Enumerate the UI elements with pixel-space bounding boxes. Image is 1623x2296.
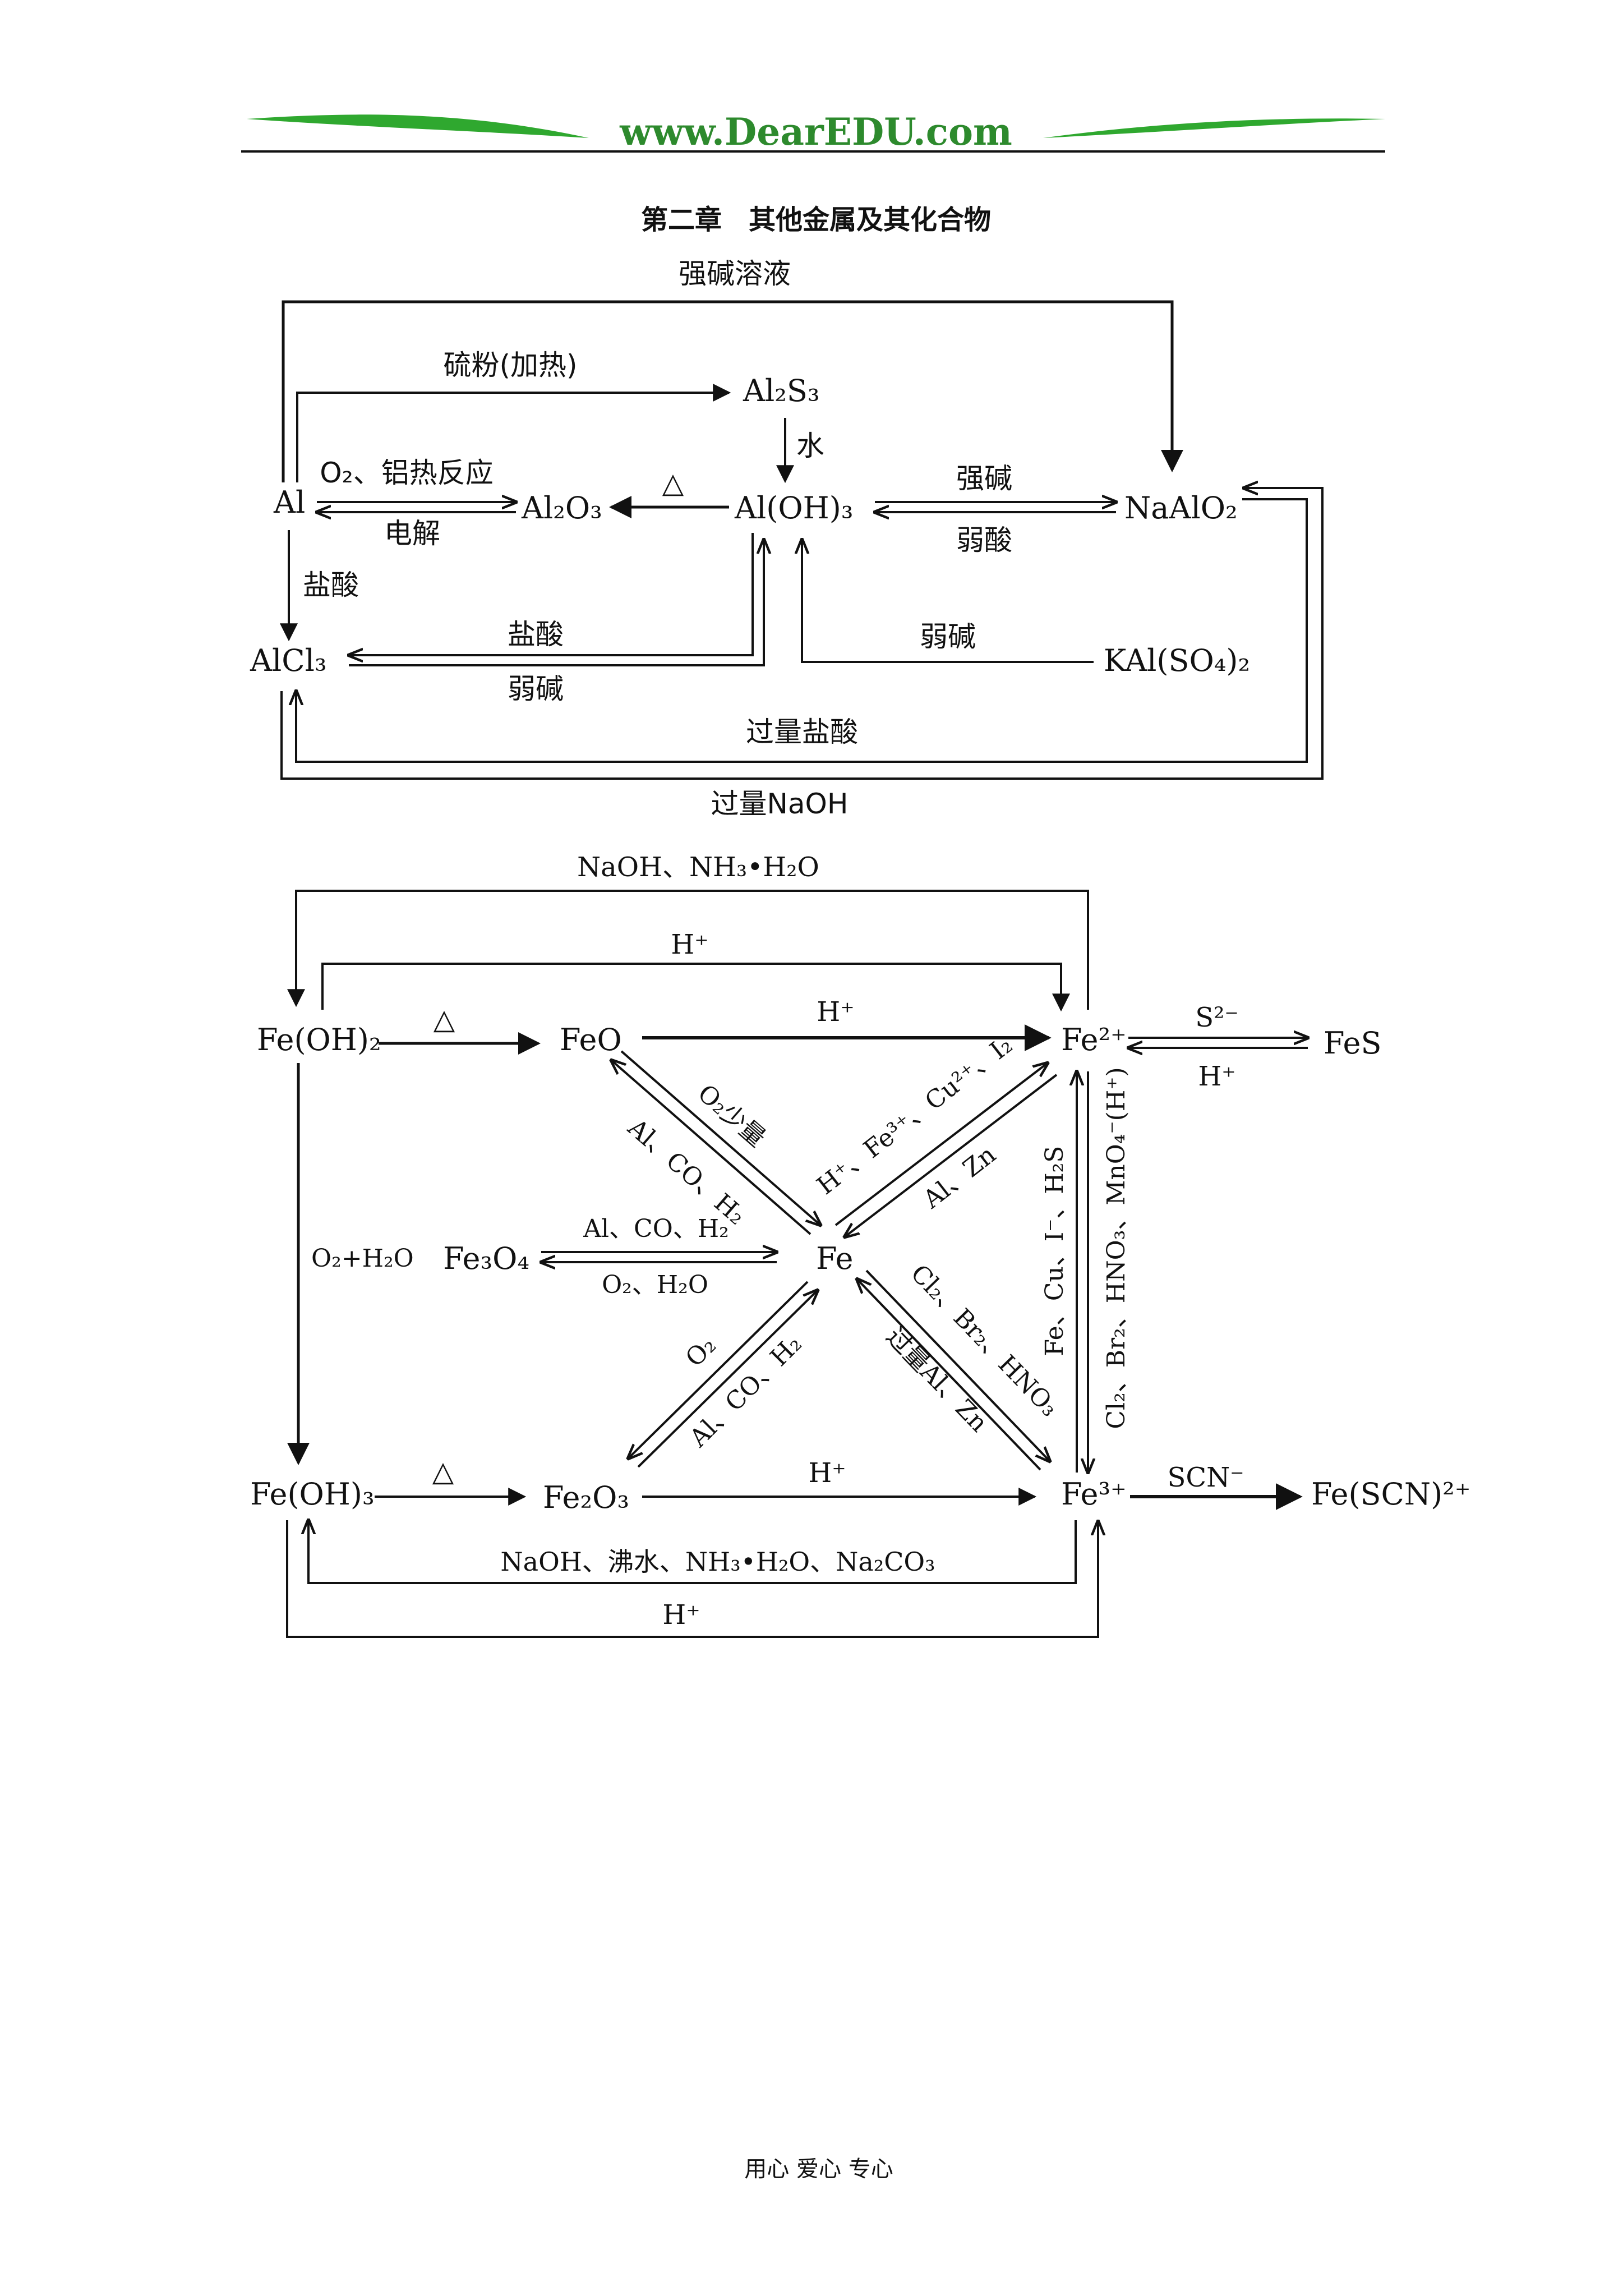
- label-weak-base-mid: 弱碱: [508, 673, 564, 705]
- node-al2o3: Al₂O₃: [521, 490, 602, 526]
- label-fe2o3-h: H⁺: [808, 1457, 846, 1489]
- label-cl2-br2-hno3-mno4: Cl₂、Br₂、HNO₃、MnO₄⁻(H⁺): [1102, 1067, 1131, 1429]
- arrow-fe-to-fe2o3: [628, 1281, 809, 1458]
- label-al-zn-a: Al、Zn: [917, 1140, 1001, 1214]
- node-aloh3: Al(OH)₃: [734, 490, 853, 526]
- node-kalso4: KAl(SO₄)₂: [1104, 643, 1250, 678]
- arrow-fe-to-feo: [611, 1060, 811, 1235]
- arrow-fe-to-fe2: [834, 1063, 1048, 1226]
- label-electrolysis: 电解: [384, 517, 440, 550]
- brand-swoosh-right: [1043, 118, 1385, 138]
- label-o2-thermite: O₂、铝热反应: [320, 457, 493, 489]
- node-fe3o4: Fe₃O₄: [443, 1241, 529, 1276]
- arrow-fe3-to-fe: [857, 1279, 1041, 1471]
- node-feo: FeO: [560, 1022, 622, 1057]
- arrow-fe2-to-feoh2-outer: [287, 890, 1089, 1010]
- arrow-al-to-naalo2: [282, 300, 1183, 482]
- label-heat-fe2: △: [432, 1455, 454, 1488]
- label-al-co-h2-b: Al、CO、H₂: [583, 1214, 729, 1243]
- label-h-fe3-cu-i2: H⁺、Fe³⁺、Cu²⁺、I₂: [811, 1030, 1017, 1200]
- arrow-fe2-to-fe: [845, 1074, 1058, 1237]
- label-bottom-inner: NaOH、沸水、NH₃•H₂O、Na₂CO₃: [500, 1547, 935, 1577]
- arrow-naalo2-to-alcl3: [296, 498, 1308, 763]
- arrow-fe-to-fe3: [865, 1269, 1050, 1461]
- node-al2s3: Al₂S₃: [743, 373, 820, 408]
- node-feoh2: Fe(OH)₂: [257, 1022, 381, 1057]
- brand-logo-text: www.DearEDU.com: [619, 110, 1012, 154]
- node-feoh3: Fe(OH)₃: [250, 1476, 375, 1512]
- label-heat-al: △: [662, 467, 684, 499]
- label-weak-base-kal: 弱碱: [920, 620, 976, 653]
- al-diagram: Al Al₂S₃ Al₂O₃ Al(OH)₃ NaAlO₂ AlCl₃ KAl(…: [250, 257, 1324, 820]
- label-scn: SCN⁻: [1168, 1462, 1244, 1493]
- label-o2: O₂: [680, 1331, 722, 1373]
- label-sulfur-heat: 硫粉(加热): [443, 349, 577, 381]
- arrow-feoh2-to-fe2-inner: [321, 963, 1070, 1012]
- node-fe2: Fe²⁺: [1061, 1022, 1127, 1057]
- node-fescn: Fe(SCN)²⁺: [1311, 1476, 1470, 1512]
- brand-swoosh-left: [247, 114, 589, 138]
- label-excess-hcl: 过量盐酸: [746, 716, 858, 748]
- label-o2-h2o: O₂、H₂O: [602, 1271, 708, 1299]
- arrow-alcl3-to-aloh3: [349, 540, 764, 666]
- label-fe-cu-i-h2s: Fe、Cu、I⁻、H₂S: [1040, 1146, 1069, 1356]
- node-fe3: Fe³⁺: [1061, 1476, 1127, 1512]
- label-strong-base-solution: 强碱溶液: [679, 257, 791, 290]
- node-fes: FeS: [1324, 1025, 1381, 1061]
- arrow-kalso4-to-aloh3: [802, 540, 1094, 663]
- arrow-feo-to-fe: [620, 1050, 820, 1225]
- arrow-alcl3-to-naalo2: [280, 488, 1324, 780]
- arrow-feoh3-to-fe3-outer: [286, 1520, 1098, 1638]
- label-s2: S²⁻: [1195, 1002, 1238, 1033]
- node-alcl3: AlCl₃: [250, 643, 327, 678]
- node-fe: Fe: [816, 1241, 853, 1276]
- chapter-title: 第二章 其他金属及其化合物: [641, 204, 991, 236]
- label-bottom-outer: H⁺: [662, 1599, 700, 1631]
- label-strong-base: 强碱: [956, 462, 1012, 495]
- node-naalo2: NaAlO₂: [1124, 490, 1238, 526]
- arrow-aloh3-to-alcl3: [349, 533, 754, 655]
- fe-diagram: Fe(OH)₂ FeO Fe²⁺ FeS Fe₃O₄ Fe Fe(OH)₃ Fe…: [250, 852, 1470, 1638]
- arrow-fe2o3-to-fe: [637, 1290, 818, 1468]
- label-hcl-mid: 盐酸: [508, 618, 564, 651]
- label-heat-fe1: △: [434, 1003, 455, 1036]
- label-hcl-left: 盐酸: [303, 569, 359, 601]
- label-weak-acid: 弱酸: [956, 524, 1012, 556]
- label-water: 水: [796, 430, 824, 462]
- label-top-inner: H⁺: [671, 929, 708, 960]
- header: www.DearEDU.com 第二章 其他金属及其化合物: [241, 110, 1385, 236]
- label-excess-naoh: 过量NaOH: [711, 788, 849, 820]
- label-feo-h: H⁺: [817, 996, 854, 1028]
- footer-text: 用心 爱心 专心: [744, 2156, 893, 2182]
- arrow-fe3-to-feoh3-inner: [308, 1520, 1077, 1584]
- label-h-back: H⁺: [1198, 1061, 1235, 1092]
- node-fe2o3: Fe₂O₃: [543, 1480, 629, 1515]
- label-o2-h2o-left: O₂+H₂O: [311, 1244, 414, 1273]
- arrow-al-to-al2s3: [296, 384, 731, 482]
- label-top-outer: NaOH、NH₃•H₂O: [577, 852, 819, 883]
- node-al: Al: [273, 485, 305, 520]
